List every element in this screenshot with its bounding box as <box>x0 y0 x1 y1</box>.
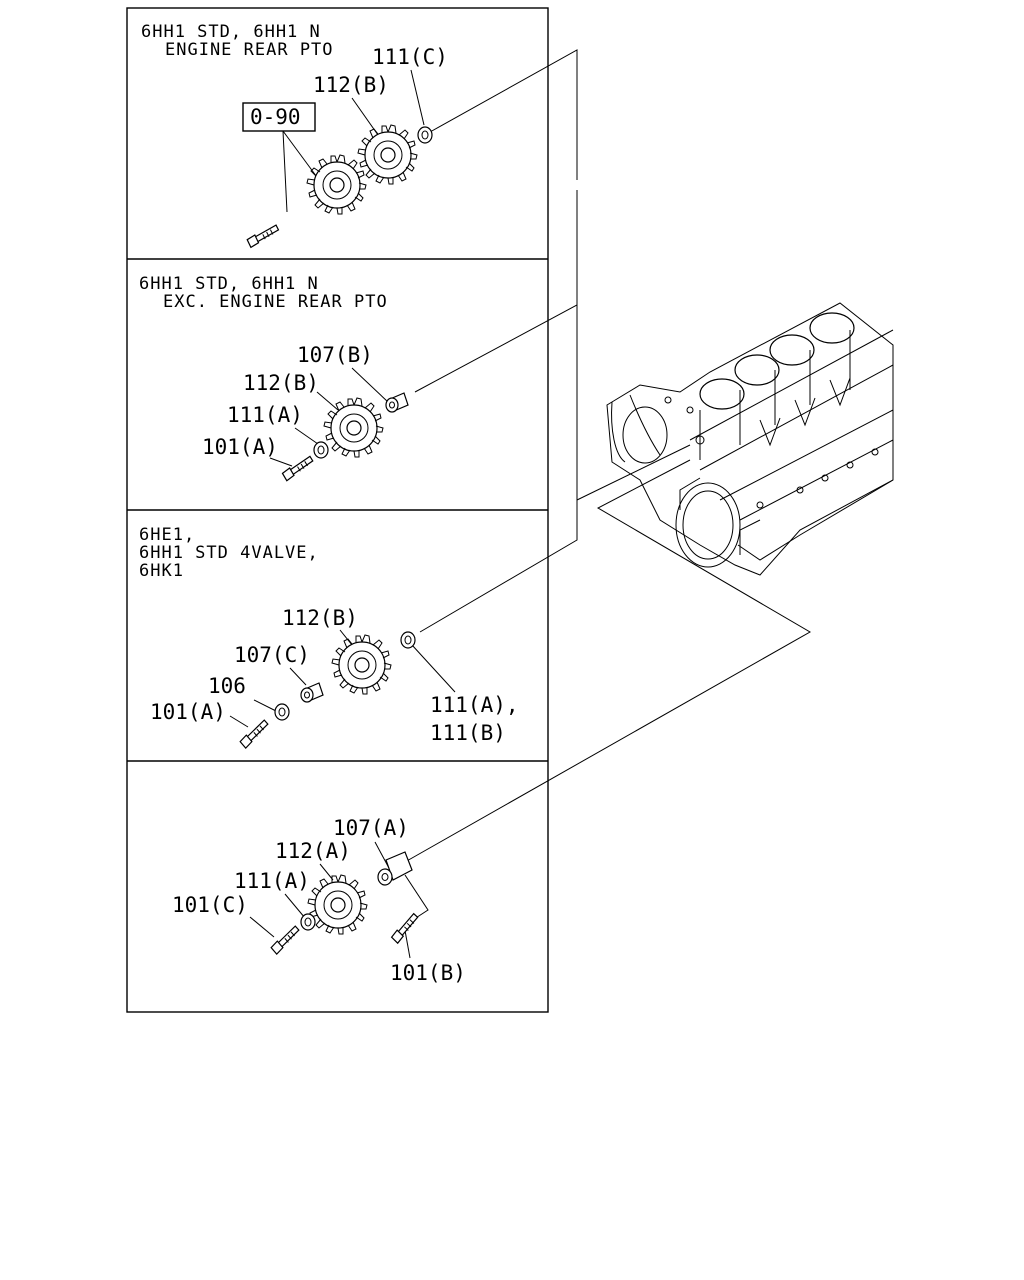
bracket-107a <box>377 851 413 886</box>
panel-frames <box>126 7 549 1013</box>
callout-112b: 112(B) <box>313 73 389 97</box>
callout-101a-p3: 101(A) <box>150 700 226 724</box>
panel-3-header-line-2: 6HH1 STD 4VALVE, <box>139 543 319 563</box>
panel-1: 6HH1 STD, 6HH1 N ENGINE REAR PTO 0-90 11… <box>141 22 448 249</box>
gear-112b-p2 <box>323 397 384 458</box>
panel-4: 107(A) 112(A) 111(A) 101(C) 101(B) <box>172 816 466 985</box>
callout-112b-p3: 112(B) <box>282 606 358 630</box>
gear-0-90 <box>306 154 367 215</box>
washer-111a-p2 <box>313 441 329 459</box>
bolt-panel-1 <box>245 224 281 249</box>
callout-101c: 101(C) <box>172 893 248 917</box>
callout-111c: 111(C) <box>372 45 448 69</box>
bolt-101b <box>385 912 425 946</box>
washer-111c <box>417 126 433 144</box>
washer-111a-111b <box>400 631 416 649</box>
panel-3-header-line-1: 6HE1, <box>139 525 195 545</box>
bolt-101a-p3 <box>235 718 274 750</box>
gear-112b <box>357 124 418 185</box>
bushing-107c <box>300 682 324 703</box>
washer-106 <box>274 703 290 721</box>
panel-2-header-line-2: EXC. ENGINE REAR PTO <box>163 292 388 312</box>
bolt-101a-p2 <box>279 455 316 482</box>
callout-101a-p2: 101(A) <box>202 435 278 459</box>
callout-107c: 107(C) <box>234 643 310 667</box>
gear-112a <box>307 874 368 935</box>
reference-box <box>242 102 316 132</box>
callout-107b: 107(B) <box>297 343 373 367</box>
bolt-101c <box>266 924 305 956</box>
gear-112b-p3 <box>331 634 392 695</box>
engine-block-illustration <box>606 302 894 576</box>
callout-101b: 101(B) <box>390 961 466 985</box>
bushing-107b <box>385 392 409 413</box>
washer-111a-p4 <box>300 913 316 931</box>
reference-label: 0-90 <box>250 105 301 129</box>
panel-1-header-line-2: ENGINE REAR PTO <box>165 40 334 60</box>
connector-lines <box>404 49 812 863</box>
callout-112a: 112(A) <box>275 839 351 863</box>
callout-111a-111b-line-1: 111(A), <box>430 693 519 717</box>
callout-111a-p4: 111(A) <box>234 869 310 893</box>
callout-111a-p2: 111(A) <box>227 403 303 427</box>
callout-111a-111b-line-2: 111(B) <box>430 721 506 745</box>
panel-2: 6HH1 STD, 6HH1 N EXC. ENGINE REAR PTO 10… <box>139 274 409 482</box>
panel-3: 6HE1, 6HH1 STD 4VALVE, 6HK1 112(B) 107(C… <box>139 525 519 750</box>
callout-106: 106 <box>208 674 246 698</box>
panel-1-header-line-1: 6HH1 STD, 6HH1 N <box>141 22 321 42</box>
panel-2-header-line-1: 6HH1 STD, 6HH1 N <box>139 274 319 294</box>
panel-3-header-line-3: 6HK1 <box>139 561 184 581</box>
callout-107a: 107(A) <box>333 816 409 840</box>
callout-112b-p2: 112(B) <box>243 371 319 395</box>
